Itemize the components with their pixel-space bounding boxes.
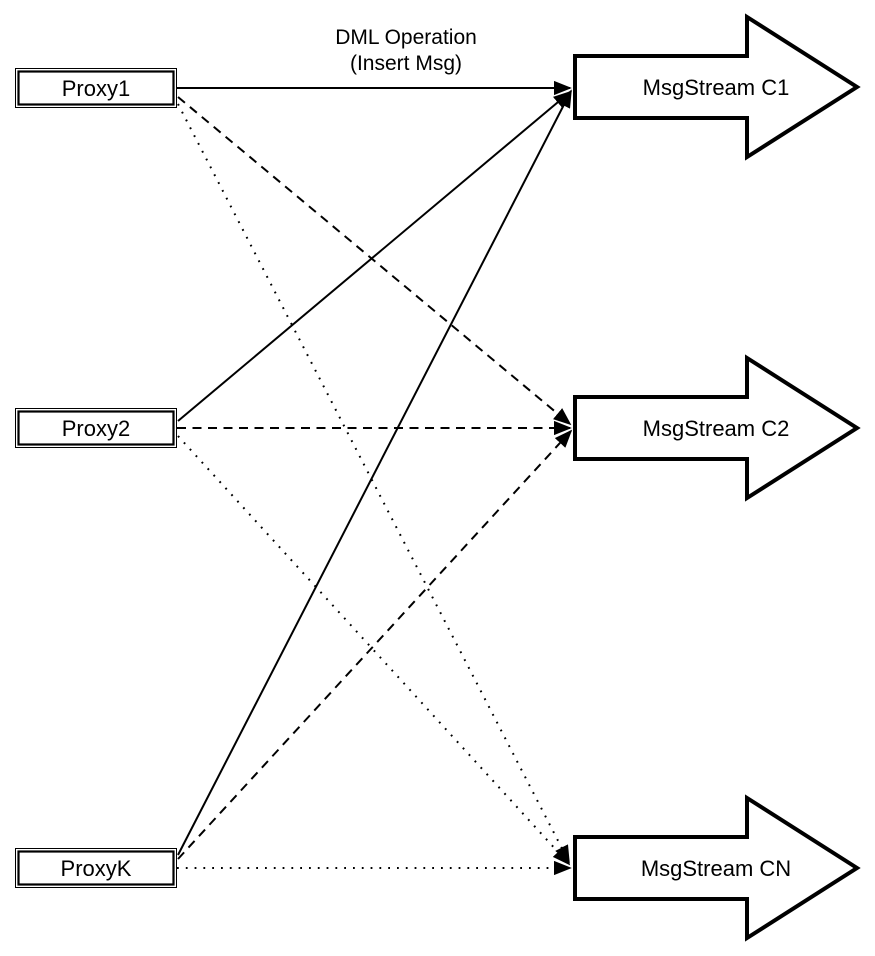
node-msgstream-c2: MsgStream C2	[573, 354, 861, 502]
node-proxy1: Proxy1	[15, 68, 177, 108]
msgstream-c2-arrow-shape	[573, 354, 861, 502]
edge-proxy1-to-msgstream-c2	[177, 96, 572, 426]
edge-proxy2-to-msgstream-c1	[177, 90, 572, 422]
proxy2-label: Proxy2	[62, 416, 130, 441]
proxyk-box	[17, 850, 175, 886]
node-proxyk: ProxyK	[15, 848, 177, 888]
proxy2-box	[17, 410, 175, 446]
node-proxy2: Proxy2	[15, 408, 177, 448]
edge-proxyk-to-msgstream-c1	[177, 89, 572, 856]
msgstream-c1-label: MsgStream C1	[643, 75, 790, 100]
msgstream-c2-label: MsgStream C2	[643, 416, 790, 441]
proxy1-label: Proxy1	[62, 76, 130, 101]
proxy1-box	[17, 70, 175, 106]
proxyk-label: ProxyK	[61, 856, 132, 881]
edge-proxy1-to-msgstream-cn	[177, 103, 570, 864]
msgstream-cn-arrow-shape	[573, 794, 861, 942]
node-msgstream-cn: MsgStream CN	[573, 794, 861, 942]
edge-group	[177, 80, 573, 876]
diagram-title-line1: DML Operation	[335, 26, 477, 49]
msgstream-cn-label: MsgStream CN	[641, 856, 791, 881]
edge-proxyk-to-msgstream-c2	[177, 429, 573, 860]
node-msgstream-c1: MsgStream C1	[573, 13, 861, 161]
edge-proxy2-to-msgstream-cn	[177, 435, 571, 866]
diagram-title-line2: (Insert Msg)	[350, 52, 462, 75]
msgstream-c1-arrow-shape	[573, 13, 861, 161]
